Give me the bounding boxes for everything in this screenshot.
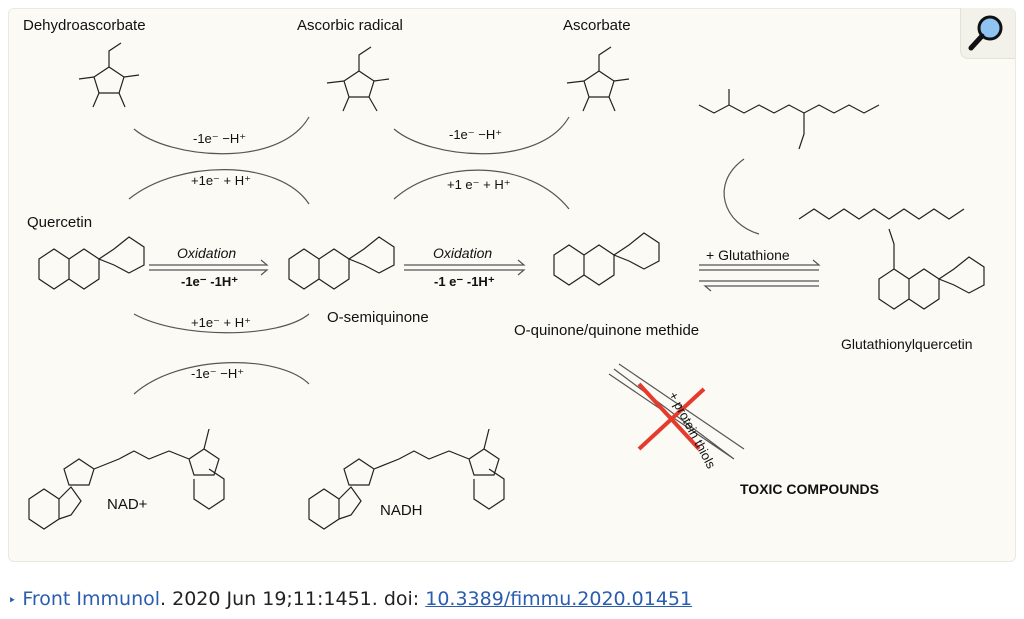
citation-text: . 2020 Jun 19;11:1451. doi: [160,588,426,610]
label-dehydroascorbate: Dehydroascorbate [23,17,146,34]
oxidation-arrow-1 [149,259,269,276]
figure-panel: Dehydroascorbate Ascorbic radical Ascorb… [8,8,1016,562]
nad-plus-structure [28,486,82,530]
label-glutathione: + Glutathione [706,247,790,263]
ascorbate-structure [583,70,615,98]
label-minus-e-h-4: -1 e⁻ -1H⁺ [434,274,495,289]
label-plus-e-h-1: +1e⁻ + H⁺ [191,173,251,188]
label-ascorbic-radical: Ascorbic radical [297,17,403,34]
arrow-glutathione-conjugation [723,158,760,235]
glutathione-arrow-back [699,280,819,292]
label-minus-e-h-5: -1e⁻ −H⁺ [191,366,245,381]
reaction-scheme-drawing [28,42,985,530]
label-minus-e-h-1: -1e⁻ −H⁺ [193,131,247,146]
ascorbic-radical-structure [343,70,375,98]
arrow-dehydro-return [128,169,310,205]
label-oxidation-1: Oxidation [177,245,237,261]
label-oxidation-2: Oxidation [433,245,493,261]
label-toxic-compounds: TOXIC COMPOUNDS [740,481,879,497]
label-minus-e-h-3: -1e⁻ -1H⁺ [181,274,239,289]
label-ascorbate: Ascorbate [563,17,631,34]
glutathione-arrow-forward [699,259,821,271]
label-plus-e-h-3: +1e⁻ + H⁺ [191,315,251,330]
arrow-nad-lower [133,362,310,395]
arrow-ascorbic-to-dehydro [133,116,310,155]
arrow-nad-upper [133,313,310,334]
zoom-button[interactable] [960,8,1015,59]
label-o-quinone: O-quinone/quinone methide [514,322,700,339]
label-plus-e-h-2: +1 e⁻ + H⁺ [447,177,511,192]
arrow-ascorbate-to-radical [393,116,570,155]
arrow-radical-return [393,169,570,210]
label-quercetin: Quercetin [27,214,93,231]
journal-link[interactable]: Front Immunol [22,588,161,610]
label-glutathionylquercetin: Glutathionylquercetin [841,336,973,352]
figure-caption: ‣ Front Immunol. 2020 Jun 19;11:1451. do… [8,588,692,610]
glutathionylquercetin-structure [798,208,965,220]
quercetin-structure [38,236,145,290]
magnifier-icon [968,15,1003,51]
glutathione-structure [698,104,880,114]
o-quinone-structure [553,232,660,286]
nadh-structure [308,486,362,530]
label-o-semiquinone: O-semiquinone [327,309,429,326]
label-nad-plus: NAD+ [107,496,148,513]
blocked-cross [637,382,706,451]
label-nadh: NADH [380,502,423,519]
dehydroascorbate-structure [93,66,125,94]
doi-link[interactable]: 10.3389/fimmu.2020.01451 [425,588,693,610]
o-semiquinone-structure [288,236,395,290]
caption-bullet: ‣ [8,593,17,609]
label-minus-e-h-2: -1e⁻ −H⁺ [449,127,503,142]
oxidation-arrow-2 [404,259,526,276]
